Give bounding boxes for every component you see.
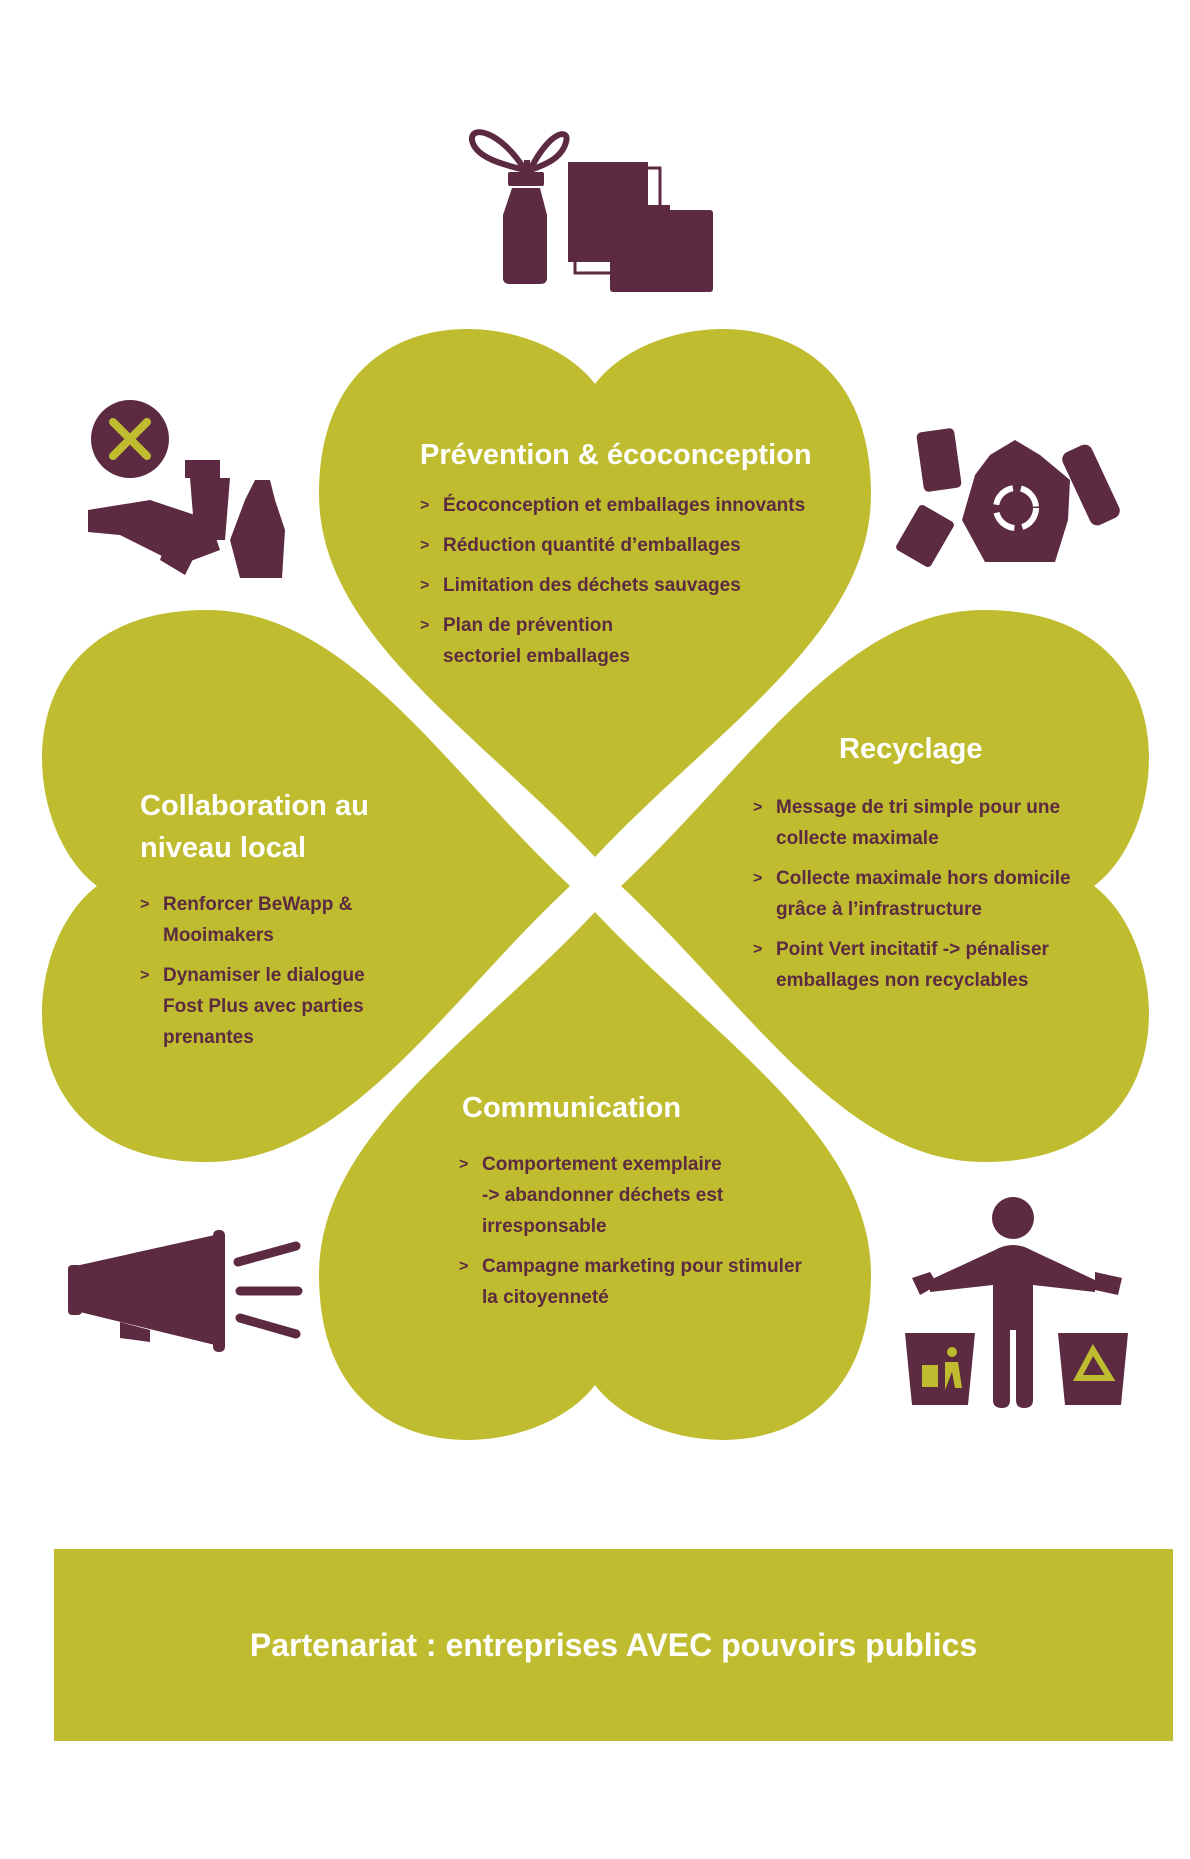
bullet-marker: > (753, 941, 763, 958)
section-prevention: Prévention & écoconception > Écoconceptio… (420, 434, 812, 681)
item-text: Mooimakers (163, 925, 274, 946)
list-item: > Renforcer BeWapp & Mooimakers (140, 889, 369, 951)
bullet-marker: > (420, 537, 430, 554)
item-text: prenantes (163, 1027, 254, 1048)
item-text: Collecte maximale hors domicile (776, 868, 1071, 889)
banner-text: Partenariat : entreprises AVEC pouvoirs … (249, 1626, 978, 1663)
recycling-waste-icon (896, 428, 1120, 568)
list-item: > Comportement exemplaire -> abandonner dé… (459, 1149, 802, 1242)
item-text: grâce à l’infrastructure (776, 899, 982, 920)
plant-bottle-packaging-icon (469, 129, 713, 292)
list-item: > Écoconception et emballages innovants (420, 490, 812, 521)
item-text: sectoriel emballages (443, 646, 630, 667)
section-collaboration: Collaboration au niveau local > Renforcer … (140, 785, 369, 1062)
partnership-banner: Partenariat : entreprises AVEC pouvoirs … (54, 1549, 1173, 1741)
item-text: Fost Plus avec parties (163, 996, 364, 1017)
item-text: la citoyenneté (482, 1287, 609, 1308)
item-text: Message de tri simple pour une (776, 797, 1061, 818)
bullet-marker: > (140, 896, 150, 913)
section-title: Prévention & écoconception (420, 439, 812, 471)
bullet-marker: > (420, 617, 430, 634)
no-litter-icon (88, 400, 285, 578)
title-line: Collaboration au (140, 790, 369, 822)
bullet-marker: > (459, 1258, 469, 1275)
list-item: > Réduction quantité d’emballages (420, 530, 812, 561)
item-text: Réduction quantité d’emballages (443, 535, 741, 556)
item-text: -> abandonner déchets est (482, 1185, 724, 1206)
megaphone-icon (68, 1230, 303, 1352)
item-text: Point Vert incitatif -> pénaliser (776, 939, 1049, 960)
item-text: Dynamiser le dialogue (163, 965, 365, 986)
section-communication: Communication > Comportement exemplaire ->… (459, 1087, 802, 1322)
item-text: Comportement exemplaire (482, 1154, 722, 1175)
list-item: > Campagne marketing pour stimuler la cito… (459, 1251, 802, 1313)
section-title: Collaboration au niveau local (140, 785, 369, 869)
bullet-marker: > (753, 799, 763, 816)
item-text: Campagne marketing pour stimuler (482, 1256, 802, 1277)
section-recyclage: Recyclage > Message de tri simple pour un… (753, 728, 1071, 1005)
bullet-marker: > (753, 870, 763, 887)
item-text: collecte maximale (776, 828, 939, 849)
title-line: niveau local (140, 832, 307, 864)
bullet-marker: > (140, 967, 150, 984)
list-item: > Message de tri simple pour une collecte … (753, 792, 1071, 854)
item-text: Plan de prévention (443, 615, 613, 636)
bullet-marker: > (459, 1156, 469, 1173)
item-text: irresponsable (482, 1216, 607, 1237)
item-text: Écoconception et emballages innovants (443, 495, 806, 516)
item-text: emballages non recyclables (776, 970, 1029, 991)
bullet-marker: > (420, 577, 430, 594)
bullet-marker: > (420, 497, 430, 514)
list-item: > Plan de prévention sectoriel emballages (420, 610, 812, 672)
item-text: Renforcer BeWapp & (163, 894, 353, 915)
person-sorting-bins-icon (905, 1197, 1128, 1408)
list-item: > Collecte maximale hors domicile grâce à … (753, 863, 1071, 925)
list-item: > Limitation des déchets sauvages (420, 570, 812, 601)
section-title: Recyclage (839, 733, 983, 765)
item-text: Limitation des déchets sauvages (443, 575, 741, 596)
section-title: Communication (462, 1092, 682, 1124)
list-item: > Point Vert incitatif -> pénaliser emball… (753, 934, 1071, 996)
